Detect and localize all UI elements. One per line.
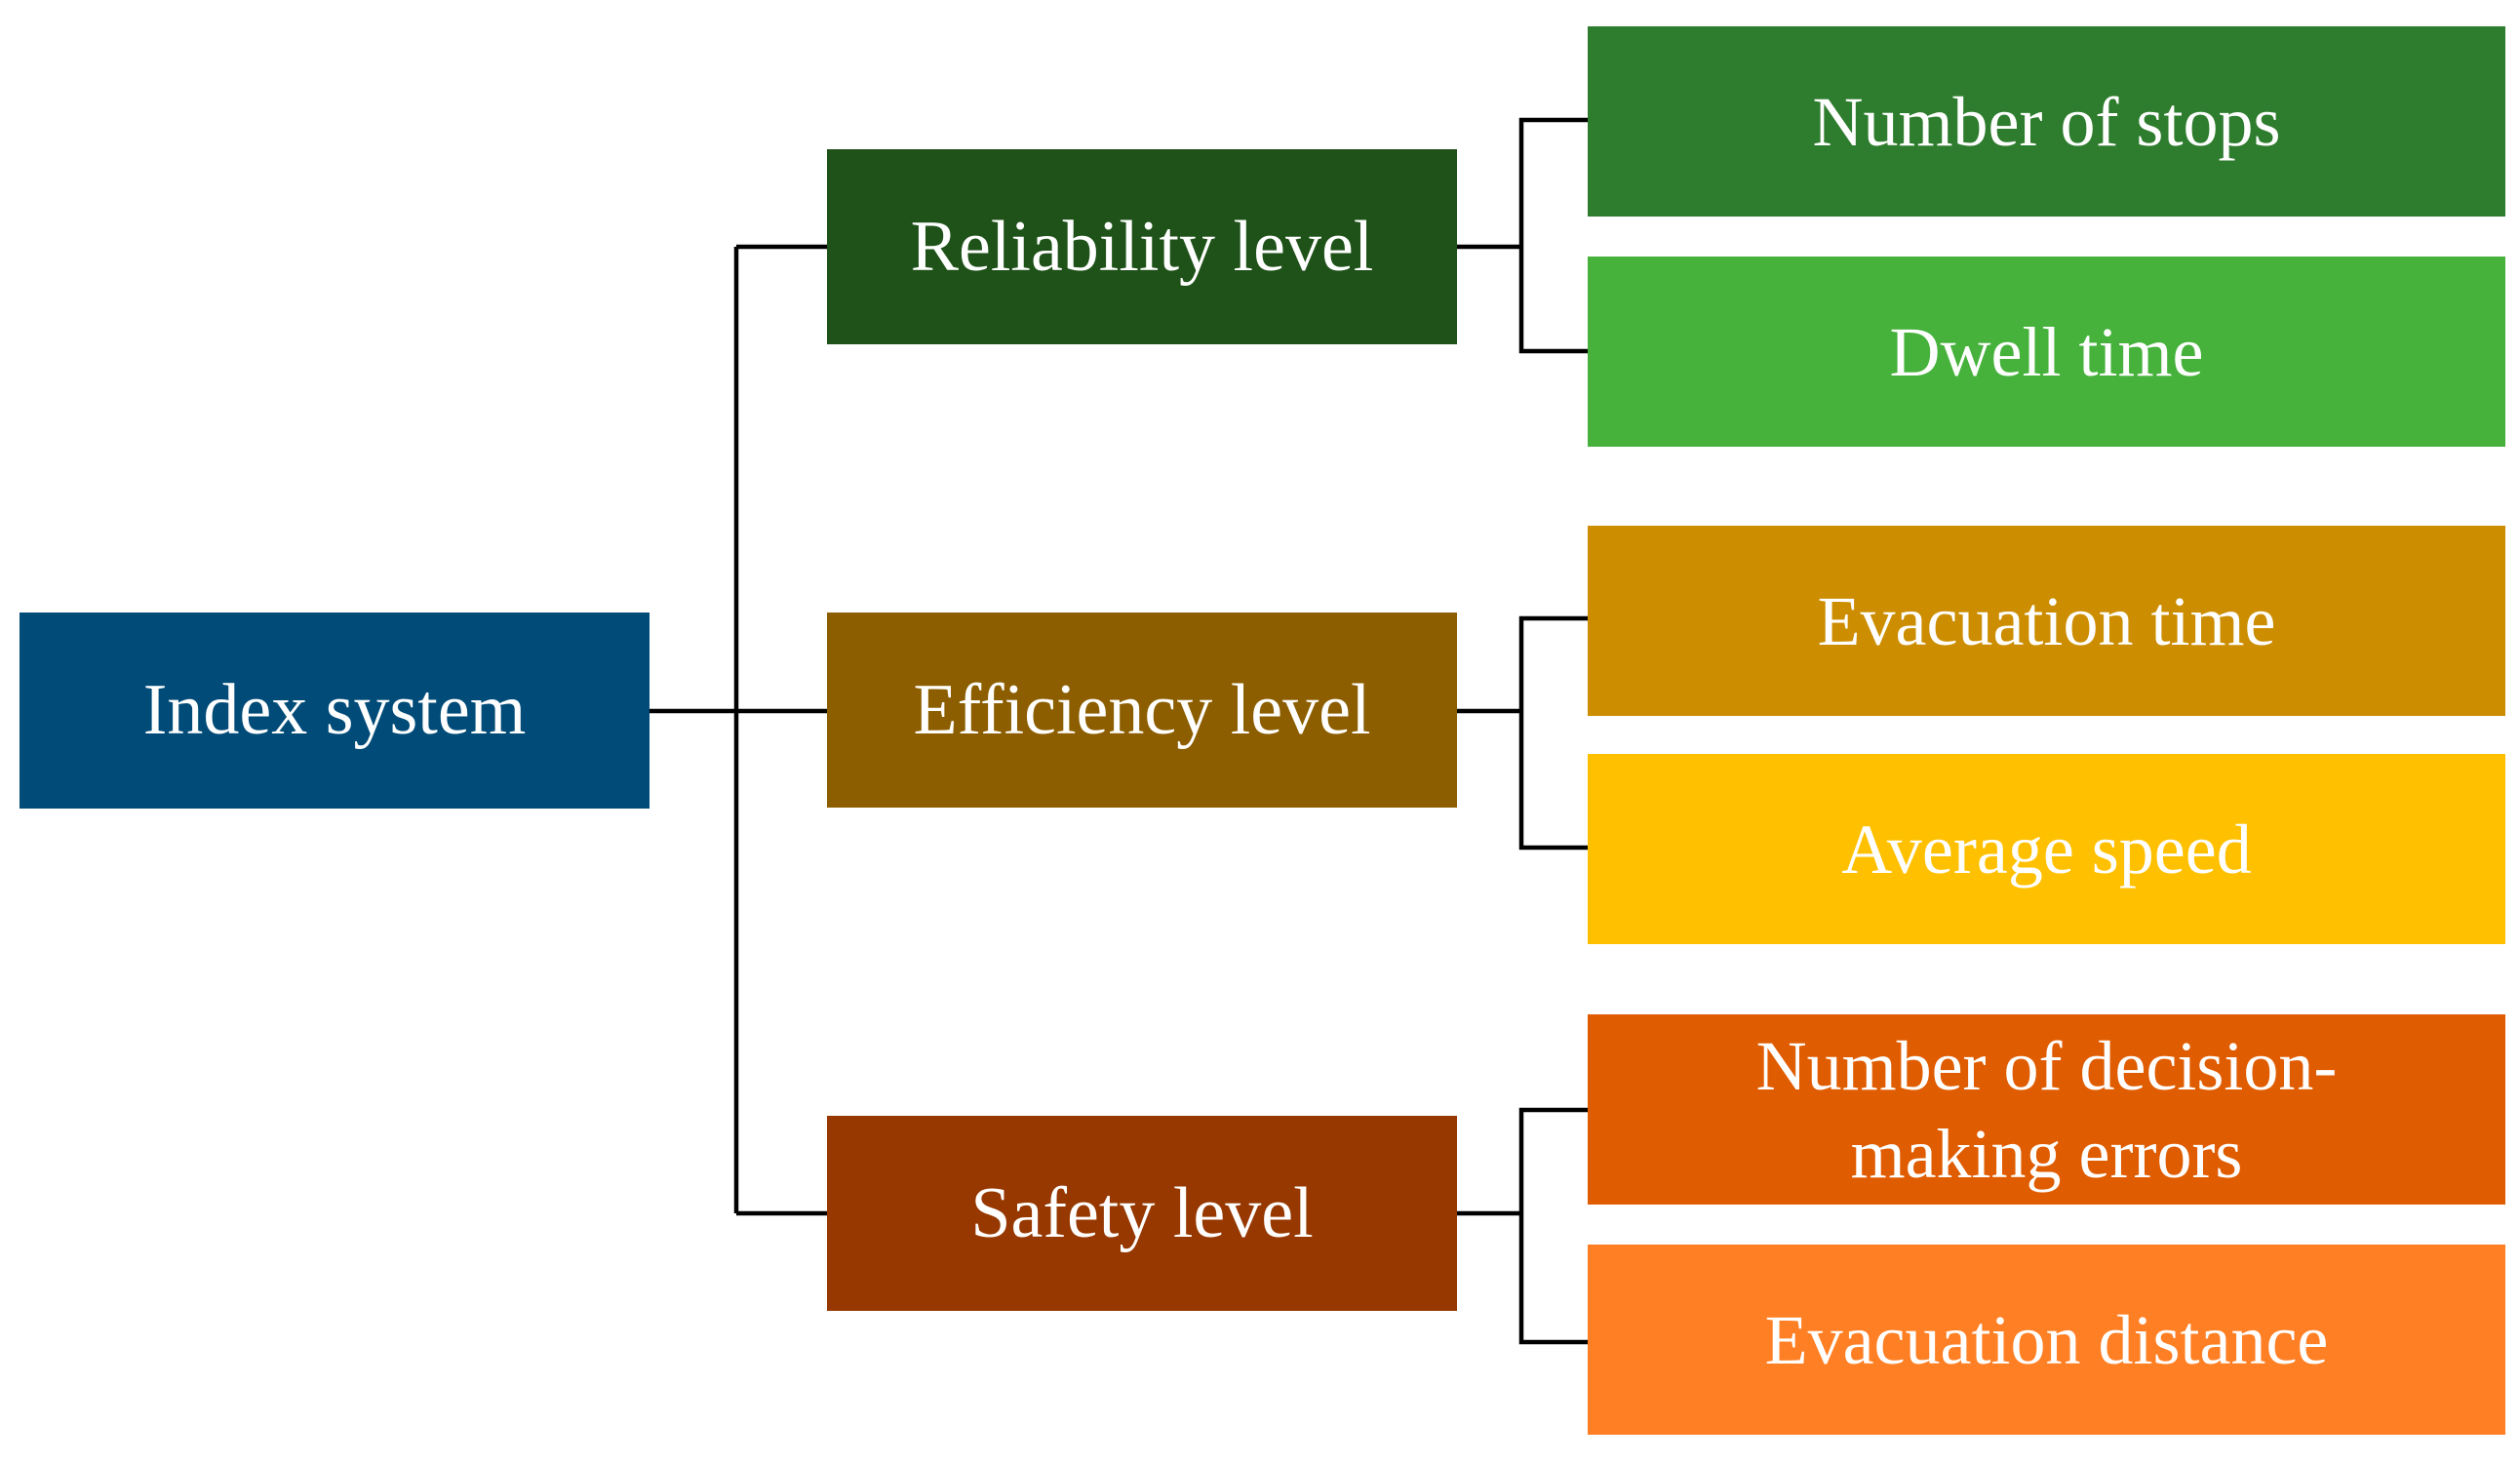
leaf-node-average-speed: Average speed — [1588, 754, 2505, 944]
leaf-node-evacuation-time: Evacuation time — [1588, 526, 2505, 716]
root-node-index-system: Index system — [20, 613, 650, 809]
root-label: Index system — [142, 670, 527, 750]
level-label-reliability: Reliability level — [910, 206, 1374, 287]
leaf-label: Evacuation time — [1817, 581, 2276, 660]
leaf-node-evacuation-distance: Evacuation distance — [1588, 1245, 2505, 1435]
leaf-node-number-of-stops: Number of stops — [1588, 26, 2505, 217]
leaf-node-decision-making-errors: Number of decision-making errors — [1588, 1014, 2505, 1205]
leaf-label: Number of stops — [1812, 82, 2281, 161]
leaf-label: Dwell time — [1889, 312, 2204, 391]
level-node-efficiency: Efficiency level — [827, 613, 1457, 808]
level-label-efficiency: Efficiency level — [913, 669, 1371, 750]
safety-bracket — [1518, 1107, 1588, 1345]
leaf-label: Number of decision-making errors — [1755, 1026, 2338, 1193]
reliability-bracket — [1518, 117, 1588, 354]
level-node-safety: Safety level — [827, 1116, 1457, 1311]
leaf-node-dwell-time: Dwell time — [1588, 257, 2505, 447]
level-label-safety: Safety level — [970, 1172, 1314, 1253]
leaf-label: Average speed — [1841, 810, 2252, 889]
leaf-label: Evacuation distance — [1764, 1300, 2329, 1379]
efficiency-bracket — [1518, 615, 1588, 851]
level-node-reliability: Reliability level — [827, 149, 1457, 344]
